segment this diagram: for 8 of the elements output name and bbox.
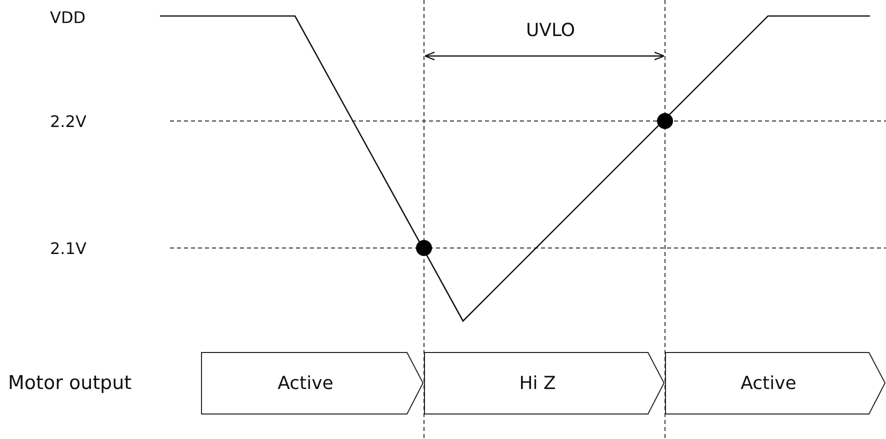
signal-name: Motor output: [8, 373, 132, 393]
voltage-label: VDD: [50, 8, 86, 28]
state-arrow-box: Hi Z: [424, 352, 665, 415]
voltage-label: 2.1V: [50, 239, 86, 259]
state-arrow-box: Active: [665, 352, 886, 415]
dimension-label: UVLO: [526, 21, 576, 41]
voltage-label: 2.2V: [50, 112, 86, 132]
state-arrow-box: Active: [201, 352, 424, 415]
